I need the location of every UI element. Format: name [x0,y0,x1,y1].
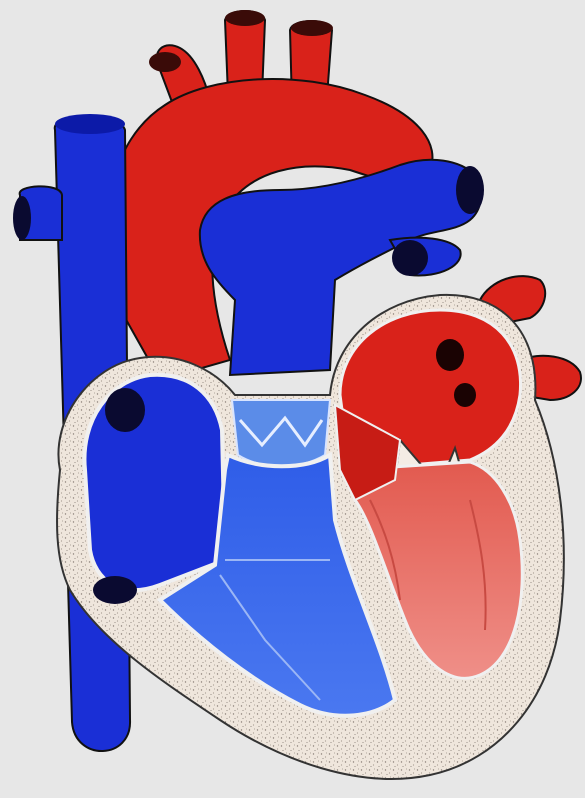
svc-opening [105,388,145,432]
ivc-opening [93,576,137,604]
pulmonary-valve [232,400,330,466]
pulmonary-artery-opening [456,166,484,214]
